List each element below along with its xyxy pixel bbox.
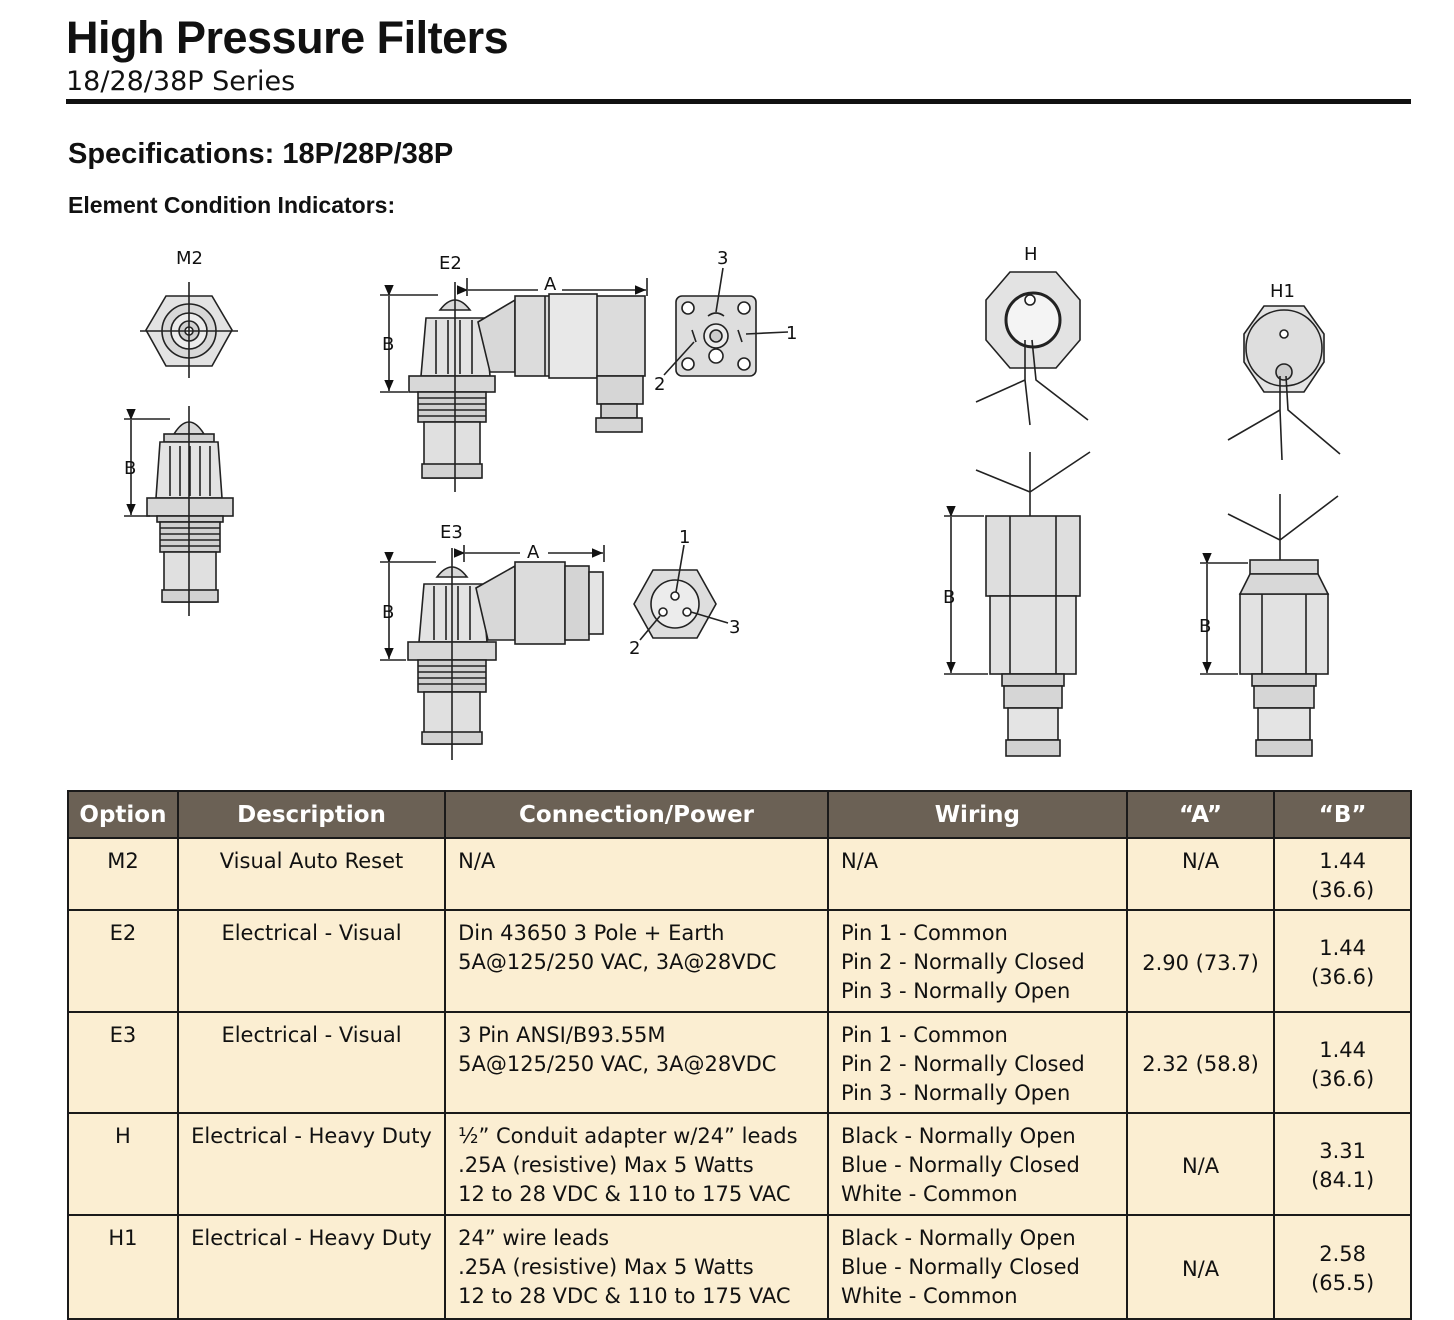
section-subheading: Element Condition Indicators: xyxy=(68,192,396,218)
label-e3-pin1: 1 xyxy=(679,527,690,548)
table-row: M2 Visual Auto Reset N/A N/A N/A 1.44 (3… xyxy=(67,837,1412,911)
m2-drawing xyxy=(124,282,238,616)
connection-line: 12 to 28 VDC & 110 to 175 VAC xyxy=(458,1284,791,1308)
table-row: E3 Electrical - Visual 3 Pin ANSI/B93.55… xyxy=(67,1011,1412,1114)
cell-connection: Din 43650 3 Pole + Earth 5A@125/250 VAC,… xyxy=(444,909,829,1013)
label-e2-b: B xyxy=(382,334,394,355)
cell-option: E3 xyxy=(67,1011,179,1114)
label-e2-pin2: 2 xyxy=(654,374,665,395)
cell-a: N/A xyxy=(1125,1214,1276,1320)
table-row: H Electrical - Heavy Duty ½” Conduit ada… xyxy=(67,1112,1412,1216)
wiring-line: Pin 3 - Normally Open xyxy=(840,979,1071,1003)
connection-line: .25A (resistive) Max 5 Watts xyxy=(458,1255,754,1279)
table-header-row: Option Description Connection/Power Wiri… xyxy=(67,790,1412,839)
h1-drawing xyxy=(1200,305,1341,757)
cell-description: Visual Auto Reset xyxy=(176,837,447,911)
cell-wiring: Pin 1 - Common Pin 2 - Normally Closed P… xyxy=(826,909,1128,1013)
wiring-line: Blue - Normally Closed xyxy=(840,1153,1080,1177)
label-e2: E2 xyxy=(439,253,462,274)
cell-wiring: Pin 1 - Common Pin 2 - Normally Closed P… xyxy=(826,1011,1128,1114)
wiring-line: Pin 2 - Normally Closed xyxy=(840,950,1085,974)
label-e3-pin3: 3 xyxy=(729,617,740,638)
wiring-line: Black - Normally Open xyxy=(840,1226,1076,1250)
specifications-table: Option Description Connection/Power Wiri… xyxy=(67,790,1412,1320)
header-option: Option xyxy=(67,790,179,839)
label-h-b: B xyxy=(943,587,955,608)
label-m2-b: B xyxy=(124,458,136,479)
cell-description: Electrical - Heavy Duty xyxy=(176,1112,447,1216)
label-m2: M2 xyxy=(176,248,203,269)
cell-b: 3.31 (84.1) xyxy=(1273,1112,1412,1216)
label-e2-a: A xyxy=(544,274,557,295)
wiring-line: Black - Normally Open xyxy=(840,1124,1076,1148)
wiring-line: Blue - Normally Closed xyxy=(840,1255,1080,1279)
header-a: “A” xyxy=(1125,790,1276,839)
cell-description: Electrical - Heavy Duty xyxy=(176,1214,447,1320)
label-h: H xyxy=(1024,244,1038,265)
wiring-line: Pin 1 - Common xyxy=(840,1023,1008,1047)
wiring-line: N/A xyxy=(840,849,879,873)
header-wiring: Wiring xyxy=(826,790,1128,839)
table-row: E2 Electrical - Visual Din 43650 3 Pole … xyxy=(67,909,1412,1013)
connection-line: 3 Pin ANSI/B93.55M xyxy=(458,1023,666,1047)
cell-a: N/A xyxy=(1125,837,1276,911)
label-h1-b: B xyxy=(1199,616,1211,637)
cell-connection: ½” Conduit adapter w/24” leads .25A (res… xyxy=(444,1112,829,1216)
e3-drawing xyxy=(380,544,729,760)
cell-a: N/A xyxy=(1125,1112,1276,1216)
connection-line: 12 to 28 VDC & 110 to 175 VAC xyxy=(458,1182,791,1206)
cell-option: H1 xyxy=(67,1214,179,1320)
label-e3-b: B xyxy=(382,602,394,623)
cell-connection: 3 Pin ANSI/B93.55M 5A@125/250 VAC, 3A@28… xyxy=(444,1011,829,1114)
connection-line: N/A xyxy=(458,849,496,873)
connection-line: 5A@125/250 VAC, 3A@28VDC xyxy=(458,1052,777,1076)
cell-b: 1.44 (36.6) xyxy=(1273,1011,1412,1114)
connection-line: Din 43650 3 Pole + Earth xyxy=(458,921,725,945)
cell-a: 2.32 (58.8) xyxy=(1125,1011,1276,1114)
cell-wiring: N/A xyxy=(826,837,1128,911)
cell-option: M2 xyxy=(67,837,179,911)
cell-b: 2.58 (65.5) xyxy=(1273,1214,1412,1320)
label-e2-pin3: 3 xyxy=(717,248,728,269)
cell-wiring: Black - Normally Open Blue - Normally Cl… xyxy=(826,1112,1128,1216)
cell-connection: 24” wire leads .25A (resistive) Max 5 Wa… xyxy=(444,1214,829,1320)
cell-b: 1.44 (36.6) xyxy=(1273,909,1412,1013)
header-description: Description xyxy=(176,790,447,839)
label-e3-a: A xyxy=(527,542,540,563)
header-b: “B” xyxy=(1273,790,1412,839)
section-heading: Specifications: 18P/28P/38P xyxy=(68,138,454,170)
connection-line: ½” Conduit adapter w/24” leads xyxy=(458,1124,798,1148)
e2-drawing xyxy=(380,267,789,492)
h-drawing xyxy=(944,271,1091,757)
indicator-drawings: M2 B E2 A B 3 1 2 E3 A B 1 3 2 H B H1 B xyxy=(124,244,1341,760)
cell-description: Electrical - Visual xyxy=(176,909,447,1013)
wiring-line: Pin 3 - Normally Open xyxy=(840,1081,1071,1105)
cell-b: 1.44 (36.6) xyxy=(1273,837,1412,911)
cell-a: 2.90 (73.7) xyxy=(1125,909,1276,1013)
label-e2-pin1: 1 xyxy=(786,323,797,344)
page-title: High Pressure Filters xyxy=(66,12,509,63)
wiring-line: Pin 2 - Normally Closed xyxy=(840,1052,1085,1076)
page-subtitle: 18/28/38P Series xyxy=(66,66,296,97)
header-connection-power: Connection/Power xyxy=(444,790,829,839)
connection-line: 5A@125/250 VAC, 3A@28VDC xyxy=(458,950,777,974)
cell-wiring: Black - Normally Open Blue - Normally Cl… xyxy=(826,1214,1128,1320)
label-h1: H1 xyxy=(1270,281,1295,302)
cell-connection: N/A xyxy=(444,837,829,911)
wiring-line: White - Common xyxy=(840,1284,1018,1308)
cell-option: H xyxy=(67,1112,179,1216)
cell-description: Electrical - Visual xyxy=(176,1011,447,1114)
connection-line: 24” wire leads xyxy=(458,1226,610,1250)
header-rule xyxy=(66,99,1411,104)
label-e3-pin2: 2 xyxy=(629,638,640,659)
wiring-line: White - Common xyxy=(840,1182,1018,1206)
cell-option: E2 xyxy=(67,909,179,1013)
label-e3: E3 xyxy=(440,522,463,543)
connection-line: .25A (resistive) Max 5 Watts xyxy=(458,1153,754,1177)
table-row: H1 Electrical - Heavy Duty 24” wire lead… xyxy=(67,1214,1412,1320)
wiring-line: Pin 1 - Common xyxy=(840,921,1008,945)
